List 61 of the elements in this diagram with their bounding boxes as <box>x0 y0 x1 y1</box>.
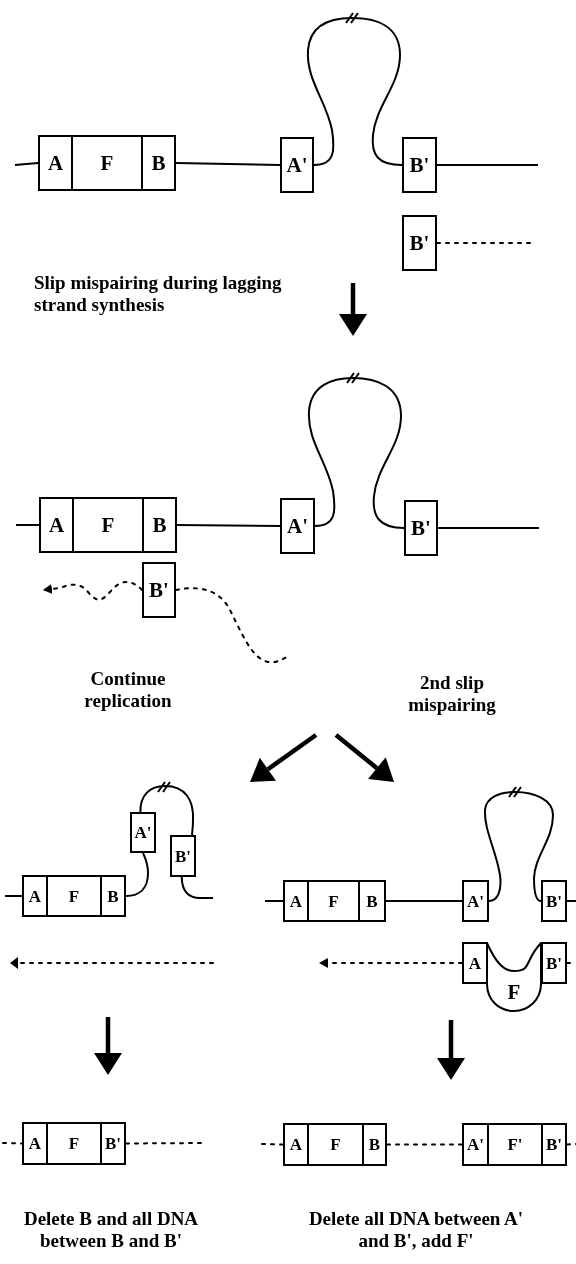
caption-text: Continue replication <box>83 668 173 712</box>
dna-segment-box: B' <box>541 942 567 984</box>
dna-strand-line <box>306 17 403 166</box>
dna-segment-box: F <box>307 880 360 922</box>
dna-segment-box: B' <box>142 562 176 618</box>
dna-segment-box: A <box>22 1122 48 1165</box>
caption-text: Delete B and all DNA between B and B' <box>22 1208 200 1252</box>
dna-segment-box: B' <box>100 1122 126 1165</box>
dna-segment-box: A <box>283 1123 309 1166</box>
dna-segment-box: A' <box>462 880 489 922</box>
dna-segment-box: F <box>46 875 102 917</box>
dna-segment-box: A <box>462 942 488 984</box>
dna-segment-box: F <box>307 1123 364 1166</box>
dna-strand-line <box>566 900 576 902</box>
nascent-strand-line <box>43 581 143 601</box>
dna-segment-box: F <box>71 135 143 191</box>
dna-segment-box: F' <box>487 1123 543 1166</box>
dna-segment-box: B <box>141 135 176 191</box>
caption-text: 2nd slip mispairing <box>407 672 497 716</box>
dna-strand-line <box>14 162 39 166</box>
dna-segment-box: A <box>283 880 309 922</box>
dna-strand-line <box>4 895 23 897</box>
dna-strand-line <box>484 791 554 902</box>
dna-strand-line <box>175 162 281 166</box>
dna-segment-box: B <box>358 880 386 922</box>
caption-text: Slip mispairing during lagging strand synthesis <box>34 272 283 316</box>
dna-strand-line <box>125 852 149 897</box>
dna-segment-box: F <box>72 497 144 553</box>
dna-segment-box: A <box>22 875 48 917</box>
dna-strand-line <box>176 524 281 527</box>
dna-segment-box: A <box>39 497 74 553</box>
nascent-strand-line <box>386 1143 463 1146</box>
dna-segment-box: A' <box>280 137 314 193</box>
dna-segment-box: B' <box>170 835 196 877</box>
dna-segment-box: A' <box>280 498 315 554</box>
dna-segment-box: B <box>100 875 126 917</box>
nascent-strand-line <box>319 958 463 968</box>
dna-segment-box: F <box>46 1122 102 1165</box>
dna-segment-box: B' <box>402 137 437 193</box>
dna-segment-box: A <box>38 135 73 191</box>
caption-text: Delete all DNA between A' and B', add F' <box>307 1208 525 1252</box>
dna-strand-line <box>385 900 463 902</box>
dna-strand-line <box>15 524 40 526</box>
dna-segment-box: A' <box>462 1123 489 1166</box>
looped-out-segment: F <box>486 942 542 1012</box>
dna-segment-box: B' <box>541 880 567 922</box>
dna-segment-box: B' <box>404 500 438 556</box>
dna-strand-line <box>264 900 284 902</box>
dna-segment-box: B <box>142 497 177 553</box>
dna-strand-line <box>180 876 214 899</box>
dna-segment-box: A' <box>130 812 156 853</box>
nascent-strand-line <box>2 1142 23 1145</box>
dna-segment-box: B' <box>402 215 437 271</box>
nascent-strand-line <box>261 1143 284 1146</box>
dna-segment-box: B <box>362 1123 387 1166</box>
dna-strand-line <box>437 527 540 529</box>
dna-segment-box: B' <box>541 1123 567 1166</box>
nascent-strand-line <box>566 1143 576 1146</box>
dna-strand-line <box>436 164 539 166</box>
dna-strand-line <box>307 377 405 529</box>
dna-strand-line <box>139 785 195 836</box>
